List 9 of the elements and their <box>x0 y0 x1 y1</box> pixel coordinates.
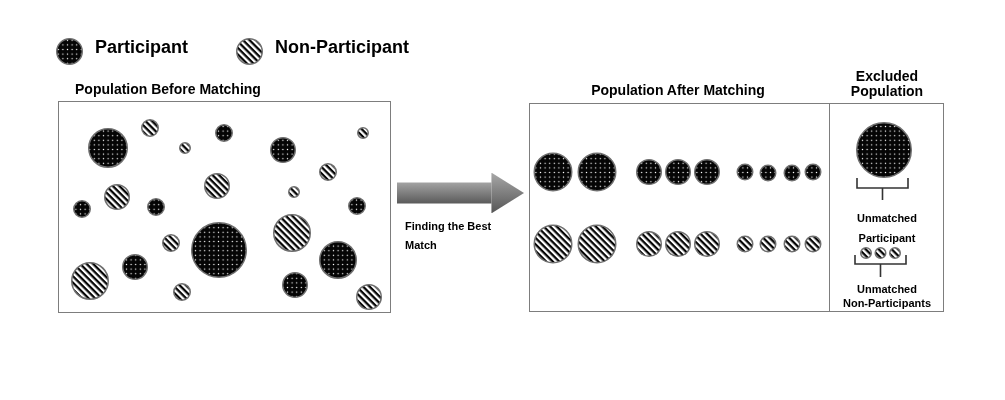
panel-heading: Population Before Matching <box>75 81 261 97</box>
panel-heading: Excluded Population <box>850 68 924 99</box>
legend-label: Non-Participant <box>275 36 409 58</box>
group-label: Unmatched Participant <box>857 211 917 246</box>
edge-label: Finding the Best Match <box>405 218 493 253</box>
arrow <box>397 172 524 214</box>
panel-heading: Population After Matching <box>591 82 765 98</box>
legend-label: Participant <box>95 36 189 58</box>
group-label: Unmatched Non-Participants <box>843 283 931 310</box>
